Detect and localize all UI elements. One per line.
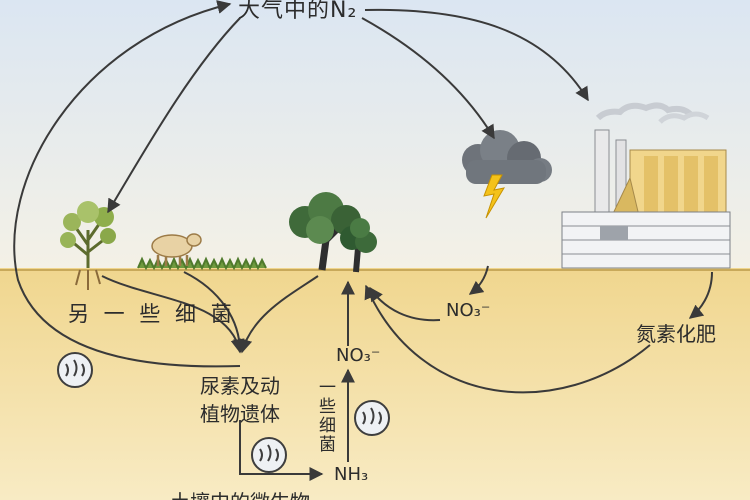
microbe-icon [354, 400, 390, 436]
arrow-remains-to-nh3 [239, 420, 324, 481]
arrows [13, 0, 713, 481]
label-atmosphere-n2: 大气中的N₂ [238, 0, 358, 23]
microbe-icon [57, 352, 93, 388]
arrow-bacteria-to-n2 [13, 0, 241, 368]
label-soil-microbes: 土壤中的微生物 [170, 486, 310, 500]
arrow-tree-to-remains [238, 275, 319, 354]
arrow-factory-to-fertilizer [688, 271, 713, 319]
grass-icon [137, 256, 267, 271]
label-remains-line2: 植物遗体 [200, 402, 280, 426]
soil-background [0, 268, 750, 500]
label-nitrogen-fertilizer: 氮素化肥 [636, 322, 716, 346]
lightning-cloud-icon [462, 130, 552, 219]
cow-icon [151, 233, 202, 266]
arrow-lightning-down [468, 265, 489, 295]
arrow-n2-to-plant [107, 17, 241, 214]
factory-icon [561, 102, 731, 269]
arrow-n2-to-factory [364, 8, 589, 102]
label-no3-lightning: NO₃⁻ [446, 300, 491, 321]
arrow-plant-to-remains [101, 275, 245, 354]
arrow-n2-to-lightning [361, 17, 495, 140]
microbe-icon [251, 437, 287, 473]
arrow-fertilizer-to-tree [364, 284, 651, 394]
label-nh3: NH₃ [334, 464, 369, 485]
tree-icon [289, 192, 377, 273]
label-other-bacteria: 另 一 些 细 菌 [68, 302, 236, 326]
label-no3-center: NO₃⁻ [336, 345, 381, 366]
label-some-bacteria: 一些细菌 [315, 378, 335, 454]
label-remains-line1: 尿素及动 [200, 374, 280, 398]
